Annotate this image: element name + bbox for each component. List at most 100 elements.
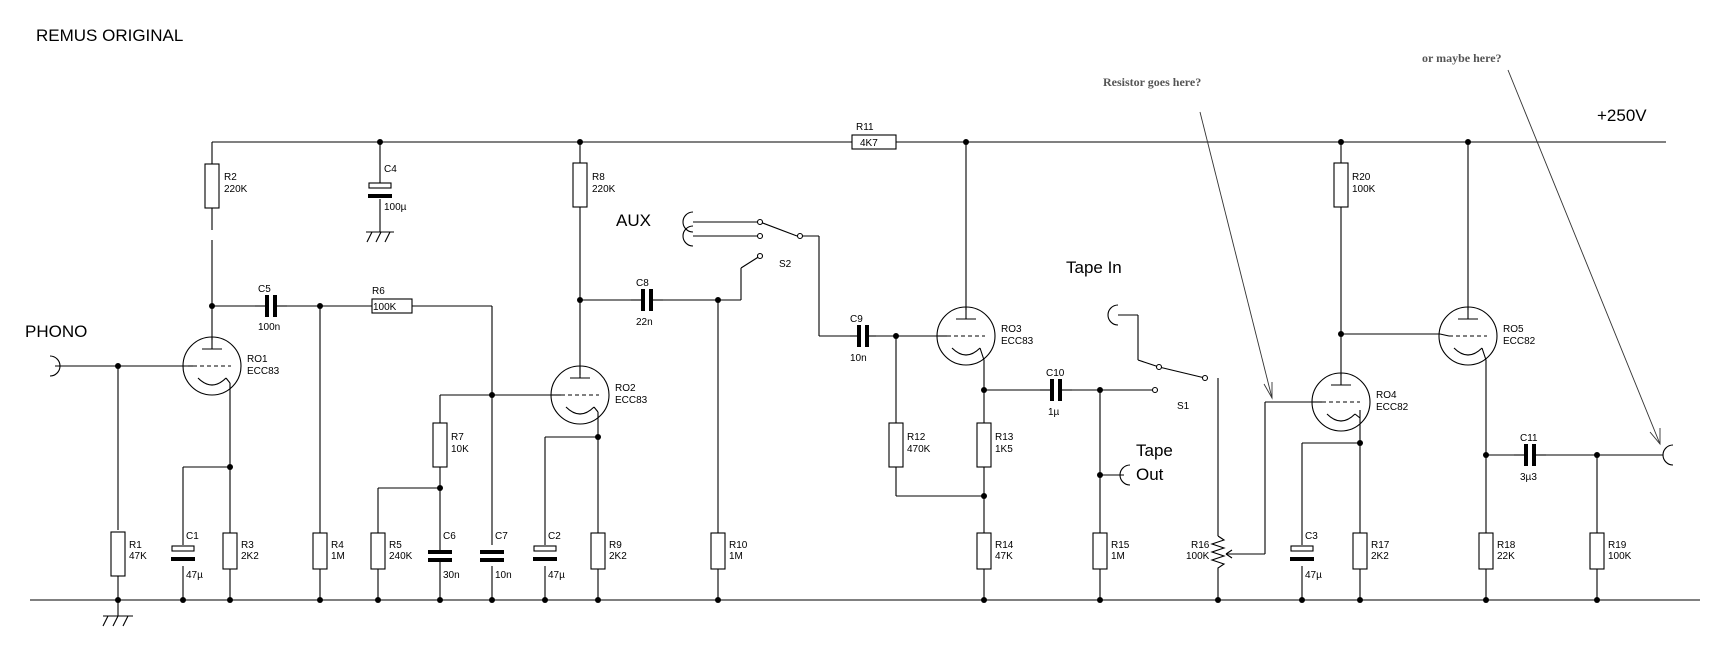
tape-out-jack-icon	[1119, 464, 1131, 486]
resistor-r17	[1352, 532, 1368, 570]
c8-value: 22n	[636, 317, 653, 328]
tape-in-jack-icon	[1107, 304, 1119, 326]
annotation-resistor-goes-here: Resistor goes here?	[1103, 75, 1201, 89]
c1-value: 47µ	[186, 570, 203, 581]
c4-ref: C4	[384, 164, 397, 175]
resistor-r5	[370, 532, 386, 570]
r6-value: 100K	[373, 302, 397, 313]
resistor-r1	[110, 531, 126, 577]
c3-value: 47µ	[1305, 570, 1322, 581]
switch-s2	[756, 218, 804, 260]
tape-out-label-line2: Out	[1136, 465, 1164, 484]
resistor-r10	[710, 532, 726, 570]
c5-ref: C5	[258, 284, 271, 295]
resistor-r3	[222, 532, 238, 570]
r11-ref: R11	[856, 122, 874, 133]
r18-ref: R18	[1497, 540, 1516, 551]
phono-input-label: PHONO	[25, 322, 87, 341]
resistor-r15	[1092, 532, 1108, 570]
switch-s2-label: S2	[779, 259, 792, 270]
c5-value: 100n	[258, 322, 280, 333]
c2-ref: C2	[548, 531, 561, 542]
capacitor-c6	[428, 545, 452, 566]
c9-value: 10n	[850, 353, 867, 364]
resistor-r19	[1589, 532, 1605, 570]
switch-s1-label: S1	[1177, 401, 1190, 412]
phono-jack-icon	[49, 355, 61, 377]
tube-ro4-ref: RO4	[1376, 390, 1397, 401]
r7-ref: R7	[451, 432, 464, 443]
r15-ref: R15	[1111, 540, 1130, 551]
c11-value: 3µ3	[1520, 472, 1537, 483]
resistor-r12	[888, 422, 904, 468]
tube-ro4-type: ECC82	[1376, 402, 1409, 413]
c10-value: 1µ	[1048, 407, 1060, 418]
output-jack-icon	[1662, 444, 1674, 466]
resistor-r9	[590, 532, 606, 570]
junction-dots	[115, 139, 1600, 603]
tube-ro1-ref: RO1	[247, 354, 268, 365]
ground-symbol-icon	[366, 216, 394, 243]
ground-symbol-icon	[102, 615, 133, 627]
capacitor-c10	[1040, 379, 1072, 401]
r15-value: 1M	[1111, 551, 1125, 562]
capacitor-c7	[480, 550, 504, 562]
r13-value: 1K5	[995, 444, 1013, 455]
r2-ref: R2	[224, 172, 237, 183]
tape-out-label-line1: Tape	[1136, 441, 1173, 460]
c2-value: 47µ	[548, 570, 565, 581]
c11-ref: C11	[1520, 433, 1538, 444]
r19-value: 100K	[1608, 551, 1632, 562]
c10-ref: C10	[1046, 368, 1065, 379]
r20-value: 100K	[1352, 184, 1376, 195]
tube-ro5-ref: RO5	[1503, 324, 1524, 335]
tube-ro3-ref: RO3	[1001, 324, 1022, 335]
r18-value: 22K	[1497, 551, 1515, 562]
vacuum-tube-ro1	[182, 336, 242, 396]
tube-ro1-type: ECC83	[247, 366, 280, 377]
r1-ref: R1	[129, 540, 142, 551]
r8-ref: R8	[592, 172, 605, 183]
electrolytic-capacitor-c3	[1290, 545, 1314, 561]
circuit-wires	[55, 142, 1663, 616]
tube-labels: RO1 ECC83 RO2 ECC83 RO3 ECC83 RO4 ECC82 …	[247, 324, 1536, 413]
r12-ref: R12	[907, 432, 926, 443]
r13-ref: R13	[995, 432, 1014, 443]
r10-ref: R10	[729, 540, 748, 551]
aux-jack-icon	[682, 211, 694, 247]
r11-value: 4K7	[860, 138, 878, 149]
r14-value: 47K	[995, 551, 1013, 562]
r6-ref: R6	[372, 286, 385, 297]
tube-ro5-type: ECC82	[1503, 336, 1536, 347]
tape-in-label: Tape In	[1066, 258, 1122, 277]
r19-ref: R19	[1608, 540, 1627, 551]
r17-value: 2K2	[1371, 551, 1389, 562]
capacitor-c5	[255, 295, 287, 317]
electrolytic-capacitor-c2	[533, 545, 557, 561]
r14-ref: R14	[995, 540, 1014, 551]
potentiometer-r16	[1210, 535, 1233, 572]
r3-ref: R3	[241, 540, 254, 551]
annotation-arrow-icon	[1199, 69, 1661, 446]
c7-ref: C7	[495, 531, 508, 542]
resistor-r11	[851, 134, 897, 150]
c9-ref: C9	[850, 314, 863, 325]
vacuum-tube-ro3	[936, 306, 996, 366]
r5-ref: R5	[389, 540, 402, 551]
resistor-r8	[572, 162, 588, 208]
r7-value: 10K	[451, 444, 469, 455]
electrolytic-capacitor-c1	[171, 545, 195, 561]
r8-value: 220K	[592, 184, 616, 195]
r16-value: 100K	[1186, 551, 1210, 562]
vacuum-tube-ro5	[1438, 306, 1498, 366]
capacitor-c11	[1514, 444, 1546, 466]
resistor-r6	[371, 298, 413, 314]
r3-value: 2K2	[241, 551, 259, 562]
r20-ref: R20	[1352, 172, 1371, 183]
switch-s1	[1151, 363, 1209, 394]
resistor-r14	[976, 532, 992, 570]
tube-ro2-type: ECC83	[615, 395, 648, 406]
c1-ref: C1	[186, 531, 199, 542]
c8-ref: C8	[636, 278, 649, 289]
